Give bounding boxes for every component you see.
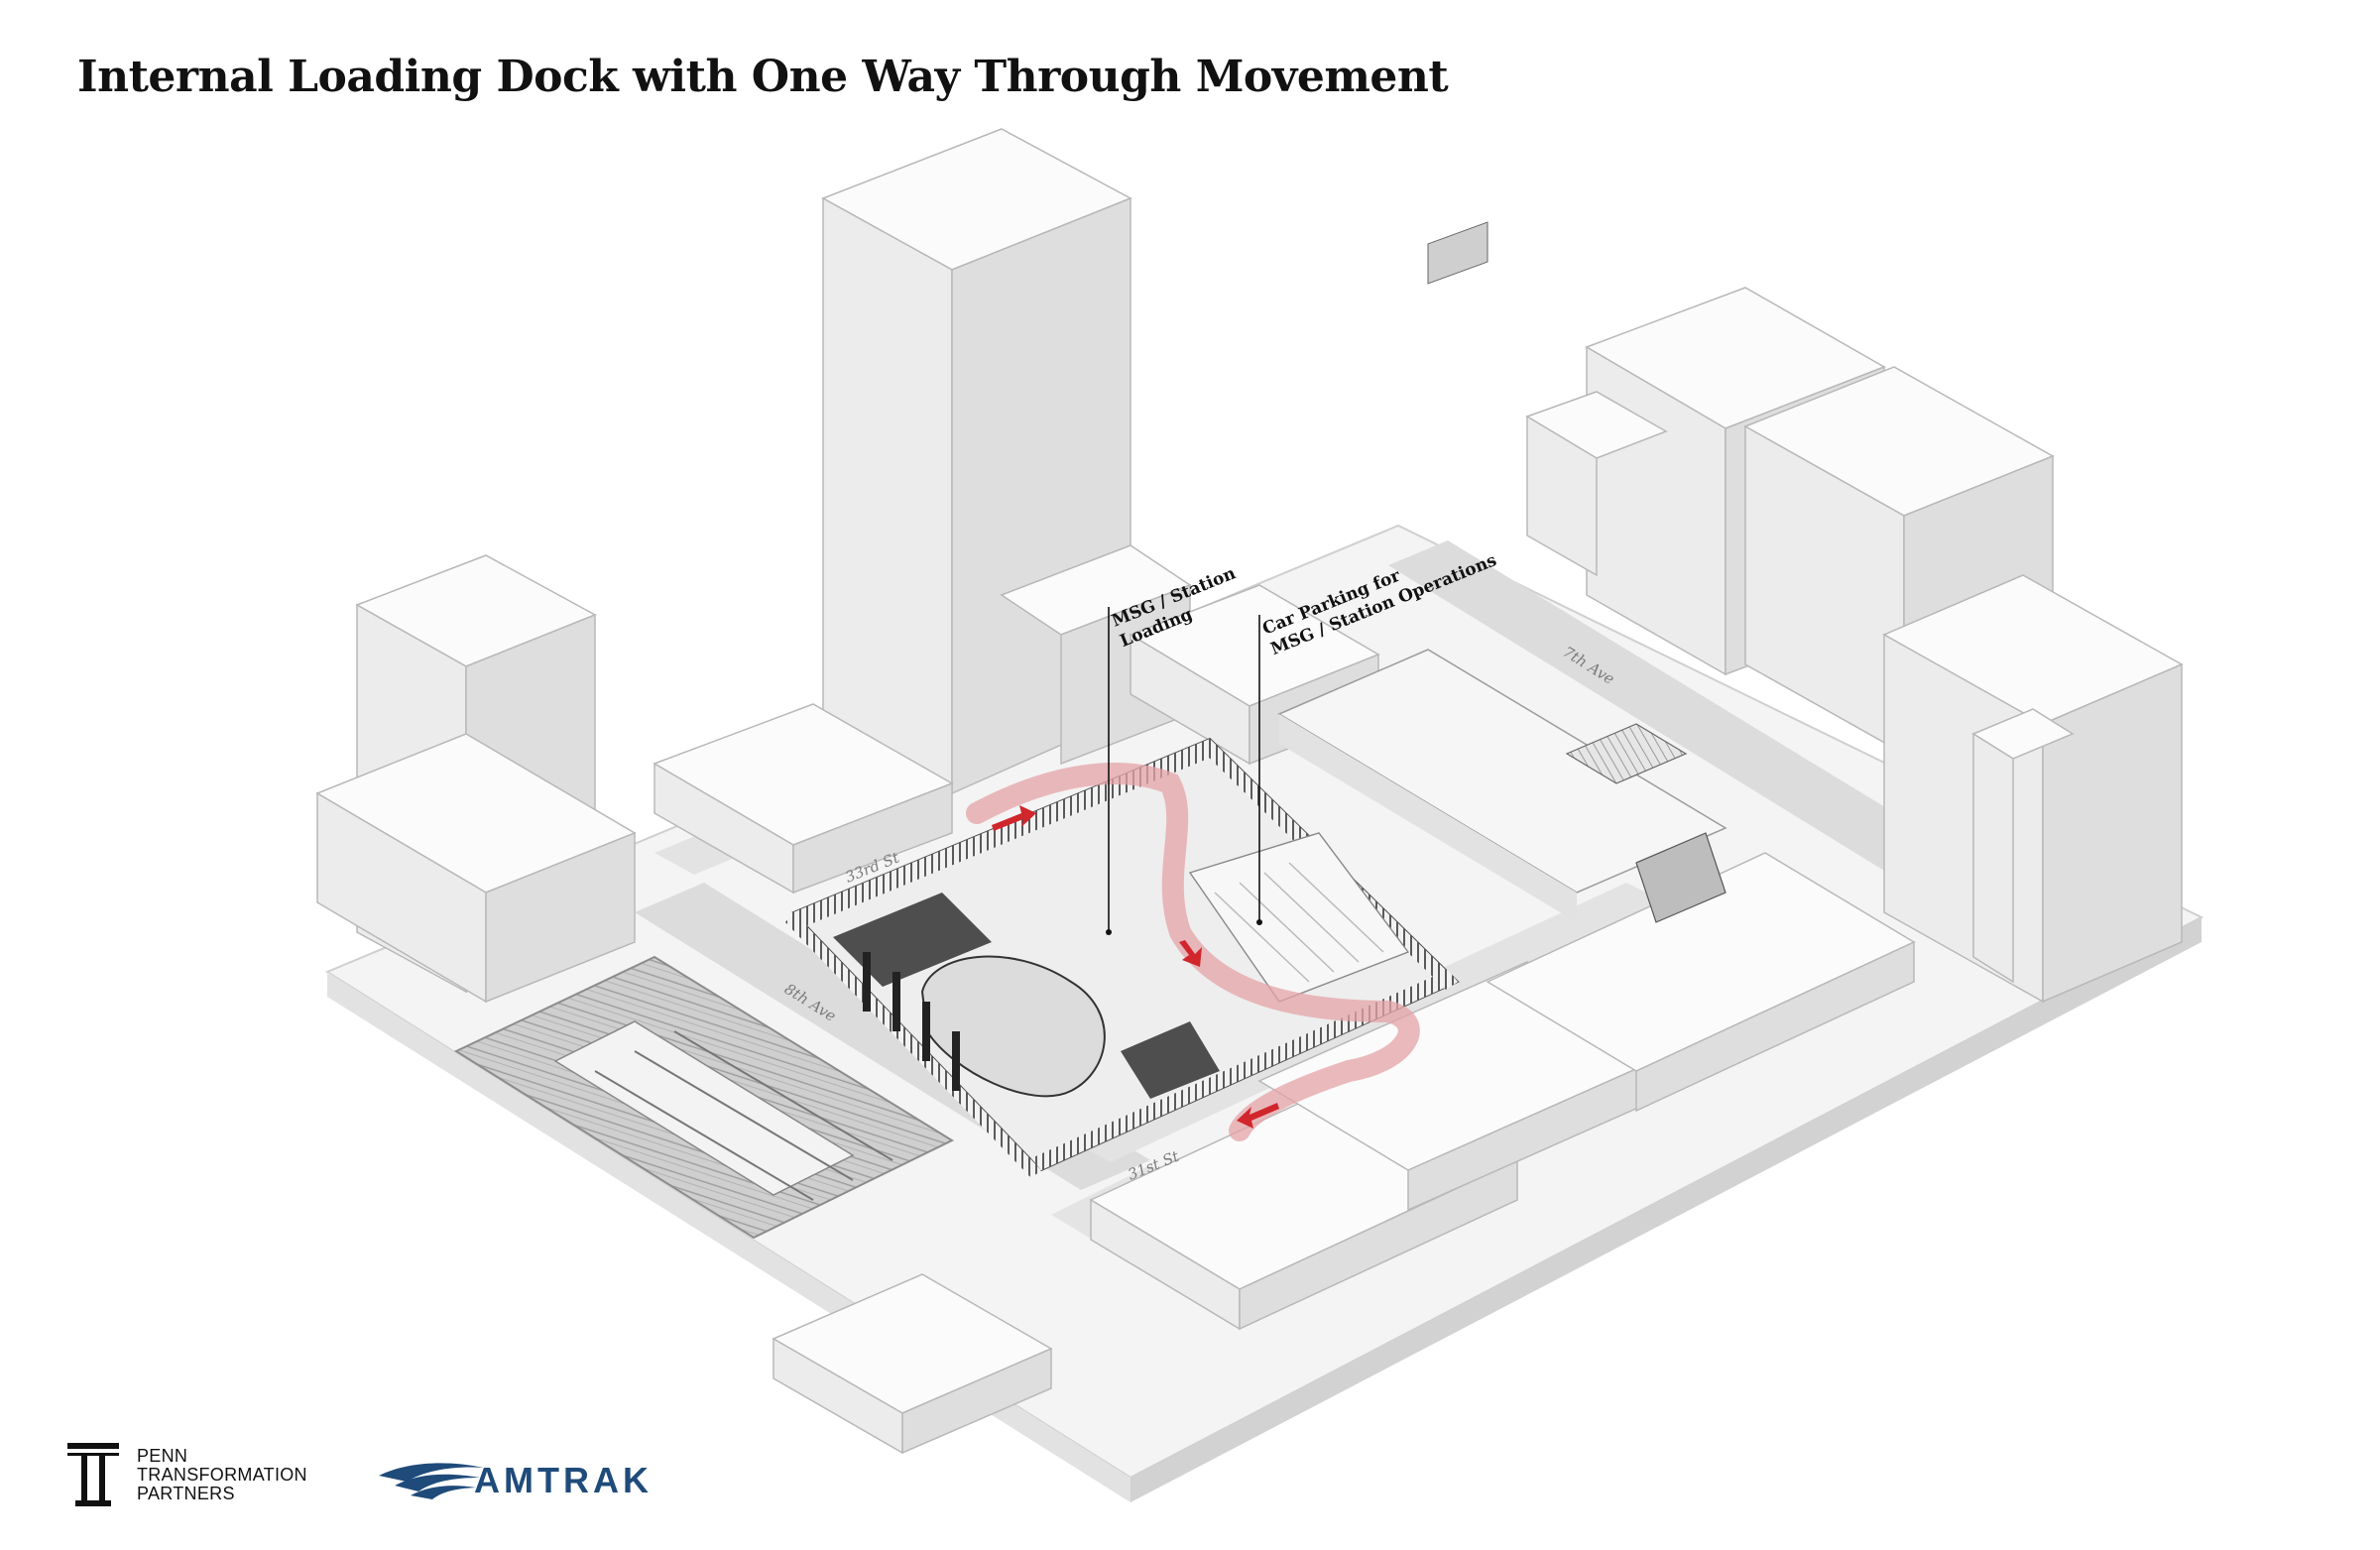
page-title: Internal Loading Dock with One Way Throu… [77, 52, 1449, 102]
penn-text-line1: PENN [137, 1446, 188, 1466]
building-north-low [653, 703, 954, 894]
leader-parking-dot [1256, 919, 1262, 925]
station-site [785, 737, 1460, 1178]
building-south-blocks [772, 852, 1916, 1455]
amtrak-wave-icon [379, 1463, 484, 1499]
penn-monogram-icon [67, 1443, 119, 1506]
penn-text-line3: PARTNERS [137, 1484, 235, 1503]
penn-text-line2: TRANSFORMATION [137, 1465, 307, 1485]
rail-concourse [453, 955, 955, 1240]
amtrak-wordmark: AMTRAK [474, 1460, 653, 1500]
building-far-east [1882, 574, 2184, 1004]
penn-transformation-partners-logo: PENN TRANSFORMATION PARTNERS [67, 1443, 365, 1512]
building-west-tower [315, 554, 637, 1004]
loading-route [966, 763, 1420, 1141]
amtrak-logo: AMTRAK [377, 1456, 754, 1505]
direction-arrows [992, 805, 1279, 1129]
context-buildings [315, 128, 2184, 1455]
building-station-ops [1277, 221, 1727, 923]
leader-loading-dot [1106, 929, 1112, 935]
